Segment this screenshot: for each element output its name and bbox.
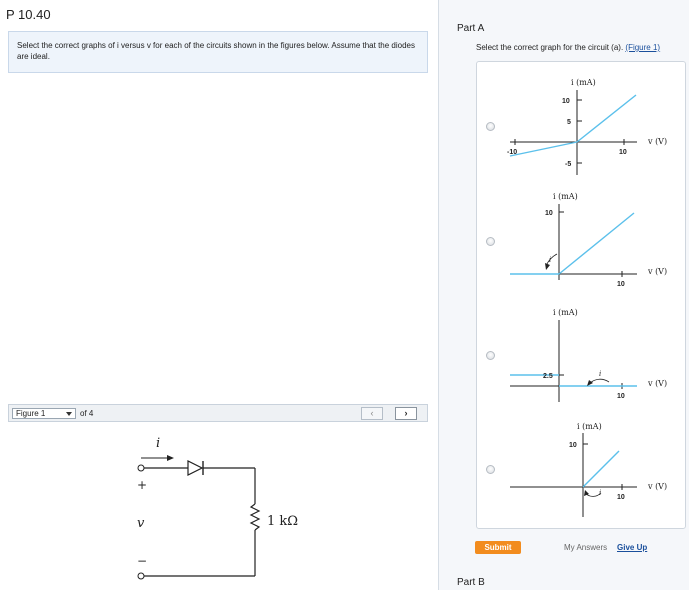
my-answers-link[interactable]: My Answers [564, 543, 608, 552]
tick-label: 10 [617, 393, 625, 400]
prev-figure-button[interactable]: ‹ [361, 407, 383, 420]
next-figure-button[interactable]: › [395, 407, 417, 420]
curve-positive [582, 450, 620, 488]
resistor-label: 1 kΩ [267, 514, 298, 529]
tick-label: 10 [562, 98, 570, 105]
curve-positive [558, 212, 635, 275]
tick-label: 10 [617, 281, 625, 286]
option-3-graph: i i (mA) v (V) 2.5 10 [510, 308, 667, 402]
figure-link[interactable]: (Figure 1) [625, 43, 661, 52]
tick-label: 10 [617, 494, 625, 501]
top-terminal [137, 464, 145, 472]
x-axis-label: v (V) [647, 379, 667, 388]
y-axis-label: i (mA) [553, 308, 578, 317]
tick-label: 10 [619, 149, 627, 156]
options-box: i (mA) v (V) 10 5 -5 -10 10 i i (mA) v (… [476, 61, 686, 529]
tick-label: 10 [545, 210, 553, 217]
figure-select-value: Figure 1 [16, 409, 46, 418]
question-label: Select the correct graph for the circuit… [476, 43, 624, 52]
bottom-terminal [137, 572, 145, 580]
right-panel: Part A Select the correct graph for the … [438, 0, 689, 590]
current-marker-label: i [599, 489, 601, 497]
tick-label: 5 [567, 119, 571, 126]
give-up-link[interactable]: Give Up [617, 543, 648, 552]
option-1-radio[interactable] [486, 122, 495, 131]
circuit-diagram: i 1 kΩ + v − [137, 436, 298, 580]
minus-label: − [137, 554, 147, 568]
y-axis-label: i (mA) [577, 422, 602, 431]
current-label: i [156, 436, 160, 451]
tick-label: 10 [569, 442, 577, 449]
instructions-box: Select the correct graphs of i versus v … [8, 31, 428, 73]
option-4-graph: i i (mA) v (V) 10 10 [510, 422, 667, 517]
left-panel: P 10.40 Select the correct graphs of i v… [6, 7, 428, 580]
curve-negative [509, 141, 578, 157]
figure-select[interactable]: Figure 1 [12, 408, 76, 419]
x-axis-label: v (V) [647, 267, 667, 276]
current-marker-label: i [549, 256, 551, 264]
y-axis-label: i (mA) [553, 192, 578, 201]
chevron-left-icon: ‹ [370, 408, 374, 418]
question-text: Select the correct graph for the circuit… [476, 43, 660, 52]
tick-label: -10 [507, 149, 517, 156]
current-marker-head [545, 263, 550, 270]
tick-label: 2.5 [543, 373, 553, 380]
figure-toolbar: Figure 1 of 4 ‹ › [8, 404, 428, 422]
option-2-graph: i i (mA) v (V) 10 10 [510, 192, 667, 286]
current-marker-head [584, 490, 589, 496]
diode [187, 460, 204, 476]
tick-label: -5 [565, 161, 571, 168]
instructions-text: Select the correct graphs of i versus v … [17, 41, 415, 61]
current-marker-label: i [599, 370, 601, 378]
current-marker-head [587, 380, 593, 386]
x-axis-label: v (V) [647, 137, 667, 146]
current-arrow-head [167, 455, 174, 461]
chevron-down-icon [66, 412, 72, 416]
option-2-radio[interactable] [486, 237, 495, 246]
x-axis-label: v (V) [647, 482, 667, 491]
resistor [249, 503, 261, 531]
option-1-graph: i (mA) v (V) 10 5 -5 -10 10 [507, 78, 667, 175]
problem-title: P 10.40 [6, 7, 51, 22]
submit-button[interactable]: Submit [475, 541, 521, 554]
figure-count: of 4 [80, 409, 94, 418]
voltage-label: v [137, 516, 145, 531]
y-axis-label: i (mA) [571, 78, 596, 87]
plus-label: + [137, 478, 147, 492]
curve-positive [576, 94, 637, 143]
part-b-title[interactable]: Part B [457, 577, 485, 588]
part-a-title: Part A [457, 23, 485, 34]
chevron-right-icon: › [404, 408, 408, 418]
option-4-radio[interactable] [486, 465, 495, 474]
option-3-radio[interactable] [486, 351, 495, 360]
